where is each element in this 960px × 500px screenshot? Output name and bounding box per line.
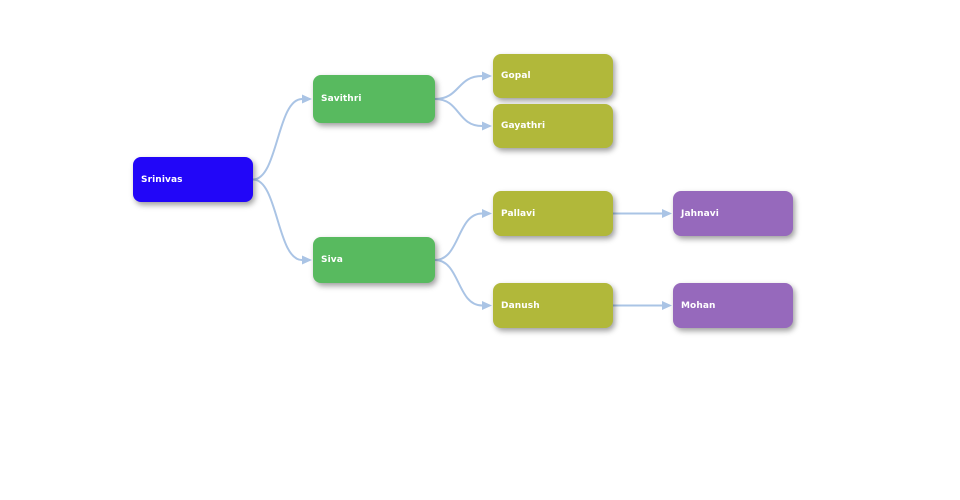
- arrowhead-icon: [482, 209, 492, 218]
- node-label-mohan: Mohan: [681, 300, 716, 311]
- node-label-gayathri: Gayathri: [501, 121, 546, 131]
- node-label-danush: Danush: [501, 300, 540, 311]
- node-label-gopal: Gopal: [501, 71, 531, 81]
- arrowhead-icon: [302, 255, 312, 265]
- arrowhead-icon: [482, 301, 492, 310]
- node-srinivas[interactable]: Srinivas: [133, 157, 253, 202]
- arrowhead-icon: [482, 71, 492, 81]
- node-danush[interactable]: Danush: [493, 283, 613, 328]
- node-label-savithri: Savithri: [321, 94, 362, 104]
- node-gopal[interactable]: Gopal: [493, 54, 613, 98]
- node-label-srinivas: Srinivas: [141, 174, 183, 185]
- connector-savithri-gayathri: [434, 98, 483, 127]
- node-siva[interactable]: Siva: [313, 237, 435, 283]
- node-savithri[interactable]: Savithri: [313, 75, 435, 123]
- arrowhead-icon: [662, 209, 672, 218]
- node-label-jahnavi: Jahnavi: [681, 208, 719, 219]
- arrowhead-icon: [662, 301, 672, 310]
- arrowhead-icon: [482, 121, 492, 131]
- arrowhead-icon: [302, 94, 312, 104]
- connector-siva-pallavi: [434, 212, 483, 261]
- node-label-siva: Siva: [321, 255, 343, 265]
- node-label-pallavi: Pallavi: [501, 208, 536, 219]
- node-gayathri[interactable]: Gayathri: [493, 104, 613, 148]
- node-pallavi[interactable]: Pallavi: [493, 191, 613, 236]
- connector-srinivas-siva: [252, 178, 303, 261]
- node-jahnavi[interactable]: Jahnavi: [673, 191, 793, 236]
- connector-srinivas-savithri: [252, 98, 303, 181]
- node-mohan[interactable]: Mohan: [673, 283, 793, 328]
- connector-savithri-gopal: [434, 75, 483, 100]
- connector-siva-danush: [434, 259, 483, 307]
